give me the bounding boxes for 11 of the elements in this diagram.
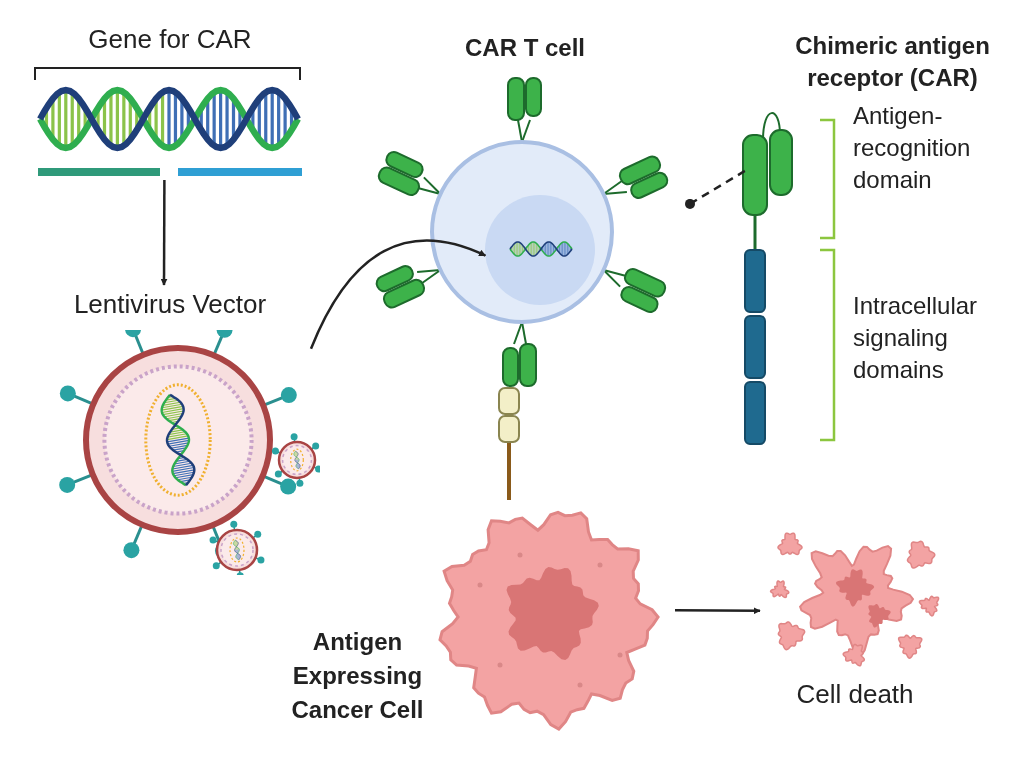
arrow: [309, 239, 487, 350]
domain-label: Intracellular signaling domains: [853, 291, 979, 385]
node-label: Chimeric antigen receptor (CAR): [794, 31, 991, 93]
node-label: Lentivirus Vector: [72, 288, 268, 321]
node-label: CAR T cell: [464, 33, 586, 63]
node-label: Gene for CAR: [87, 23, 253, 56]
node-label: Cell death: [795, 678, 915, 711]
arrow: [160, 180, 168, 286]
node-label: Antigen Expressing Cancer Cell: [290, 627, 425, 725]
arrow: [675, 607, 761, 615]
domain-label: Antigen-recognition domain: [853, 101, 972, 195]
